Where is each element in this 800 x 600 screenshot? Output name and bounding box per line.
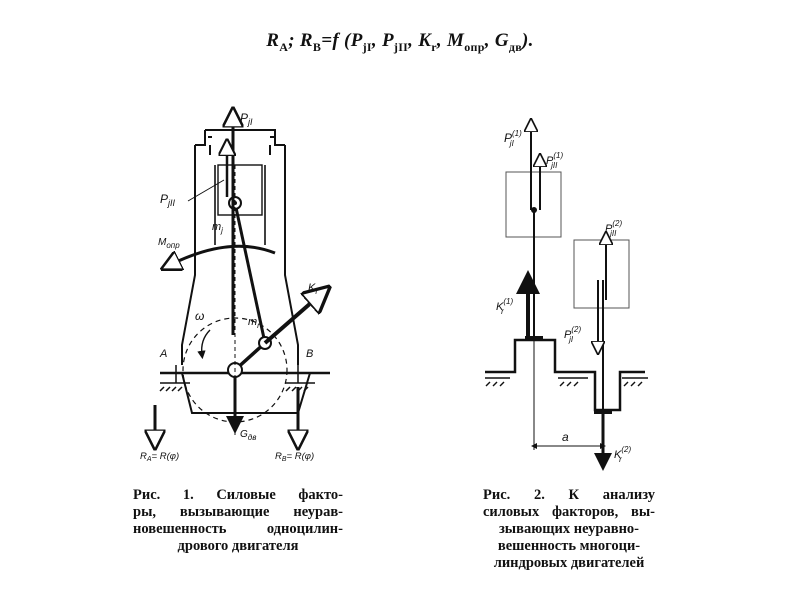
- support-a: [159, 365, 190, 392]
- label-kr1: K(1)r: [496, 297, 513, 316]
- label-pj1-2: P(2)jI: [564, 325, 581, 344]
- label-kr: Kr: [308, 282, 318, 296]
- caption-1-line: дрового двигателя: [177, 538, 299, 554]
- label-ra: RA= R(φ): [140, 451, 179, 463]
- label-a: A: [159, 348, 167, 360]
- formula-f: f: [332, 30, 339, 51]
- label-pj1-1: P(1)jI: [504, 129, 522, 148]
- formula-ra: R: [266, 30, 280, 51]
- crankshaft: [485, 338, 645, 412]
- caption-2-line: зывающих неуравно-: [498, 521, 640, 537]
- formula-ra-sub: A: [279, 39, 289, 54]
- formula-sep: ;: [288, 30, 295, 51]
- caption-figure-1: Рис. 1. Силовые факто- ры, вызывающие не…: [133, 487, 343, 555]
- formula-m-sub: опр: [464, 39, 485, 54]
- label-omega: ω: [195, 309, 204, 323]
- formula-close: ).: [522, 30, 534, 51]
- formula-p1: P: [350, 30, 363, 51]
- formula-comma: ,: [484, 30, 490, 51]
- formula-rb: R: [299, 30, 313, 51]
- caption-1-line: Рис. 1. Силовые факто-: [133, 487, 343, 503]
- formula-open: (: [344, 30, 351, 51]
- support-b: [285, 365, 315, 392]
- label-pj2: PjII: [160, 192, 176, 208]
- label-pj2-1: P(1)jII: [546, 151, 563, 170]
- formula-rb-sub: B: [312, 39, 322, 54]
- formula: RA; RB=f (PjI, PjII, Kr, Mопр, Gдв).: [0, 30, 800, 55]
- caption-2-line: силовых факторов, вы-: [483, 504, 655, 520]
- caption-2-line: вешенность многоци-: [497, 538, 641, 554]
- label-mopr: Mопр: [158, 237, 180, 250]
- kr-force-arrow: [263, 295, 320, 345]
- figure-2-multi-cylinder: P(1)jI P(1)jII P(2)jII K(1)r P(2)jI a K(…: [485, 110, 648, 471]
- ground-hatch: [485, 377, 648, 387]
- cylinder-2-box: [573, 239, 630, 309]
- caption-2-line: линдровых двигателей: [493, 555, 645, 571]
- formula-k: K: [418, 30, 432, 51]
- formula-g-sub: дв: [508, 39, 523, 54]
- label-mj: mj: [212, 221, 223, 235]
- formula-comma: ,: [371, 30, 377, 51]
- engine-outline: [160, 129, 330, 414]
- connecting-rod: [233, 202, 267, 344]
- label-b: B: [306, 348, 313, 360]
- formula-comma: ,: [436, 30, 442, 51]
- formula-comma: ,: [408, 30, 414, 51]
- label-gdv: Gдв: [240, 429, 256, 442]
- caption-1-line: ры, вызывающие неурав-: [133, 504, 343, 520]
- formula-m: M: [447, 30, 465, 51]
- caption-figure-2: Рис. 2. К анализу силовых факторов, вы- …: [483, 487, 655, 572]
- label-mr: mr: [248, 316, 260, 330]
- figure-1-single-cylinder: PjI PjII mj Mопр Kr ω mr A B Gдв RA= R(φ…: [140, 105, 360, 463]
- formula-p1-sub: jI: [362, 39, 372, 54]
- omega-arrow: [197, 329, 211, 360]
- label-pj1: PjI: [240, 111, 253, 127]
- label-rb: RB= R(φ): [275, 451, 314, 463]
- caption-2-line: Рис. 2. К анализу: [483, 487, 655, 503]
- formula-p2: P: [382, 30, 394, 51]
- formula-k-sub: r: [431, 39, 437, 54]
- formula-p2-sub: jII: [393, 39, 409, 54]
- label-a-dim: a: [562, 430, 569, 444]
- caption-1-line: новешенность одноцилин-: [133, 521, 343, 537]
- label-kr2: K(2)r: [614, 445, 631, 464]
- mopr-moment-arrow: [170, 244, 276, 265]
- label-pj2-2: P(2)jII: [605, 219, 622, 238]
- formula-g: G: [494, 30, 509, 51]
- formula-eq: =: [321, 30, 333, 51]
